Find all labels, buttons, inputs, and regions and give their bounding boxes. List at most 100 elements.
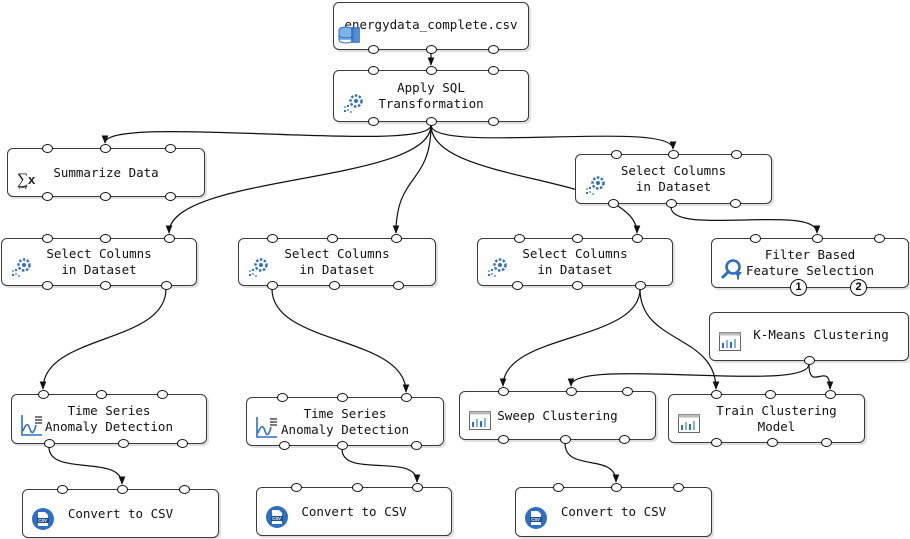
input-port-3[interactable]	[632, 234, 643, 243]
input-port-2[interactable]	[611, 483, 622, 492]
output-port-1[interactable]	[44, 439, 55, 448]
input-port-2[interactable]	[566, 387, 577, 396]
numbered-output-port-1[interactable]: 1	[790, 279, 807, 296]
output-port-3[interactable]	[393, 281, 404, 290]
output-port-3[interactable]	[730, 199, 741, 208]
connection-select_3-to-sweep[interactable]	[499, 288, 641, 387]
output-port-1[interactable]	[42, 192, 53, 201]
connection-apply_sql-to-summarize[interactable]	[101, 124, 432, 144]
input-port-3[interactable]	[622, 387, 633, 396]
input-port-3[interactable]	[673, 483, 684, 492]
output-port-1[interactable]	[279, 441, 290, 450]
output-port-2[interactable]	[100, 281, 111, 290]
input-port-1[interactable]	[711, 390, 722, 399]
connection-kmeans-to-train_cluster[interactable]	[808, 363, 834, 390]
input-port-1[interactable]	[38, 390, 49, 399]
connection-ts_anomaly_2-to-csv_2[interactable]	[341, 448, 421, 483]
train-clustering-model-module[interactable]: Train Clustering Model	[668, 390, 865, 447]
input-port-2[interactable]	[426, 66, 437, 75]
output-port-3[interactable]	[488, 45, 499, 54]
apply-sql-transformation-module[interactable]: Apply SQL Transformation	[333, 66, 529, 126]
numbered-output-port-2[interactable]: 2	[850, 279, 867, 296]
output-port-1[interactable]	[42, 281, 53, 290]
input-port-1[interactable]	[611, 150, 622, 159]
convert-to-csv-module-3[interactable]: Convert to CSV CSV	[515, 483, 712, 537]
output-port-2[interactable]	[560, 435, 571, 444]
output-port-1[interactable]	[711, 438, 722, 447]
input-port-3[interactable]	[874, 234, 885, 243]
input-port-1[interactable]	[368, 66, 379, 75]
convert-to-csv-module-1[interactable]: Convert to CSV CSV	[22, 485, 219, 538]
select-columns-module-1[interactable]: Select Columns in Dataset	[1, 234, 197, 290]
energydata-dataset-module[interactable]: energydata_complete.csv	[333, 2, 529, 54]
input-port-3[interactable]	[157, 390, 168, 399]
input-port-3[interactable]	[179, 485, 190, 494]
connection-select_2-to-ts_anomaly_2[interactable]	[271, 288, 410, 393]
connection-apply_sql-to-select_1[interactable]	[165, 124, 432, 234]
connection-select_3-to-train_cluster[interactable]	[639, 288, 720, 390]
connection-apply_sql-to-select_3[interactable]	[430, 124, 641, 234]
time-series-anomaly-detection-module-1[interactable]: Time Series Anomaly Detection	[11, 390, 207, 448]
output-port-2[interactable]	[329, 281, 340, 290]
output-port-3[interactable]	[411, 441, 422, 450]
input-port-1[interactable]	[498, 387, 509, 396]
output-port-2[interactable]	[767, 438, 778, 447]
output-port-1[interactable]	[368, 45, 379, 54]
output-port-3[interactable]	[161, 281, 172, 290]
output-port-2[interactable]	[426, 117, 437, 126]
output-port-2[interactable]	[337, 441, 348, 450]
output-port-2[interactable]	[118, 439, 129, 448]
output-port-2[interactable]	[572, 281, 583, 290]
input-port-1[interactable]	[553, 483, 564, 492]
connection-apply_sql-to-select_top_right[interactable]	[430, 124, 677, 150]
input-port-2[interactable]	[765, 390, 776, 399]
connection-apply_sql-to-select_2[interactable]	[392, 124, 432, 234]
output-port-1[interactable]	[267, 281, 278, 290]
output-port-1[interactable]	[804, 356, 815, 365]
connection-ts_anomaly_1-to-csv_1[interactable]	[48, 446, 126, 485]
sweep-clustering-module[interactable]: Sweep Clustering	[459, 387, 656, 444]
connection-select_1-to-ts_anomaly_1[interactable]	[39, 288, 167, 390]
output-port-2[interactable]	[100, 192, 111, 201]
input-port-1[interactable]	[277, 393, 288, 402]
output-port-3[interactable]	[821, 438, 832, 447]
output-port-2[interactable]	[666, 199, 677, 208]
input-port-2[interactable]	[812, 234, 823, 243]
input-port-2[interactable]	[100, 144, 111, 153]
select-columns-module-top-right[interactable]: Select Columns in Dataset	[575, 150, 772, 208]
input-port-3[interactable]	[165, 144, 176, 153]
output-port-3[interactable]	[635, 281, 646, 290]
input-port-3[interactable]	[412, 483, 423, 492]
connection-select_top_right-to-filter[interactable]	[670, 206, 821, 234]
input-port-2[interactable]	[352, 483, 363, 492]
input-port-1[interactable]	[750, 234, 761, 243]
connection-kmeans-to-sweep[interactable]	[567, 363, 810, 387]
output-port-1[interactable]	[498, 435, 509, 444]
time-series-anomaly-detection-module-2[interactable]: Time Series Anomaly Detection	[246, 393, 444, 450]
output-port-1[interactable]	[608, 199, 619, 208]
convert-to-csv-module-2[interactable]: Convert to CSV CSV	[256, 483, 452, 536]
k-means-clustering-module[interactable]: K-Means Clustering	[709, 312, 909, 365]
output-port-1[interactable]	[512, 281, 523, 290]
input-port-2[interactable]	[117, 485, 128, 494]
input-port-3[interactable]	[164, 234, 175, 243]
output-port-3[interactable]	[619, 435, 630, 444]
input-port-1[interactable]	[267, 234, 278, 243]
input-port-3[interactable]	[731, 150, 742, 159]
input-port-2[interactable]	[572, 234, 583, 243]
input-port-3[interactable]	[825, 390, 836, 399]
input-port-2[interactable]	[96, 390, 107, 399]
input-port-3[interactable]	[488, 66, 499, 75]
input-port-1[interactable]	[42, 144, 53, 153]
input-port-1[interactable]	[42, 234, 53, 243]
connection-sweep-to-csv_3[interactable]	[564, 442, 620, 483]
output-port-3[interactable]	[488, 117, 499, 126]
input-port-1[interactable]	[291, 483, 302, 492]
output-port-2[interactable]	[426, 45, 437, 54]
input-port-2[interactable]	[668, 150, 679, 159]
input-port-2[interactable]	[327, 234, 338, 243]
input-port-2[interactable]	[337, 393, 348, 402]
select-columns-module-2[interactable]: Select Columns in Dataset	[238, 234, 436, 290]
